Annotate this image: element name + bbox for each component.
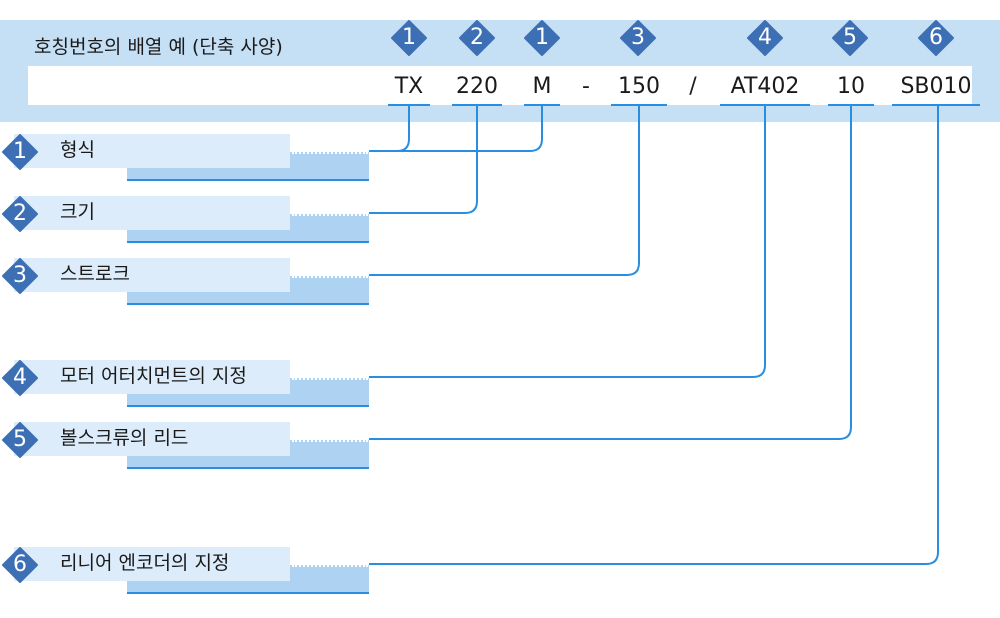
row-label-size: 크기 <box>14 196 290 230</box>
row-badge-6-icon: 6 <box>2 547 38 583</box>
connector-motor-attachment <box>369 106 766 378</box>
row-label-ballscrew-lead: 볼스크류의 리드 <box>14 422 290 456</box>
row-label-stroke: 스트로크 <box>14 258 290 292</box>
row-badge-1-icon: 1 <box>2 134 38 170</box>
badge-1-icon: 1 <box>391 20 427 56</box>
code-segment-encoder: SB010 <box>892 72 980 106</box>
code-strip <box>28 66 972 105</box>
badge-number: 2 <box>13 201 27 226</box>
row-label-type: 형식 <box>14 134 290 168</box>
row-badge-4-icon: 4 <box>2 360 38 396</box>
badge-4-icon: 4 <box>747 20 783 56</box>
segment-text: M <box>532 74 552 99</box>
row-dotted-guide <box>292 152 368 154</box>
code-segment-lead: 10 <box>828 72 874 106</box>
badge-6-icon: 6 <box>918 20 954 56</box>
row-underline <box>127 405 369 407</box>
segment-text: 10 <box>837 74 865 99</box>
row-dotted-guide <box>292 565 368 567</box>
badge-number: 4 <box>758 25 772 50</box>
row-label-linear-encoder: 리니어 엔코더의 지정 <box>14 547 290 581</box>
badge-number: 6 <box>929 25 943 50</box>
code-segment-size: 220 <box>452 72 502 106</box>
code-segment-motor-attachment: AT402 <box>720 72 810 106</box>
badge-number: 1 <box>535 25 549 50</box>
badge-number: 5 <box>843 25 857 50</box>
row-dotted-guide <box>292 440 368 442</box>
row-underline <box>127 303 369 305</box>
segment-text: SB010 <box>900 74 972 99</box>
connector-stroke <box>369 106 640 276</box>
badge-number: 1 <box>13 139 27 164</box>
segment-text: 220 <box>456 74 498 99</box>
row-underline <box>127 467 369 469</box>
row-dotted-guide <box>292 378 368 380</box>
connector-size <box>369 106 478 214</box>
connector-ballscrew-lead <box>369 106 852 440</box>
badge-number: 2 <box>470 25 484 50</box>
badge-number: 3 <box>13 263 27 288</box>
row-badge-5-icon: 5 <box>2 422 38 458</box>
row-badge-2-icon: 2 <box>2 196 38 232</box>
separator-dash: - <box>582 74 590 99</box>
connector-linear-encoder <box>369 106 939 565</box>
code-segment-type: TX <box>388 72 430 106</box>
badge-number: 1 <box>402 25 416 50</box>
badge-2-icon: 2 <box>459 20 495 56</box>
badge-number: 6 <box>13 552 27 577</box>
segment-text: AT402 <box>730 74 800 99</box>
row-dotted-guide <box>292 276 368 278</box>
row-dotted-guide <box>292 214 368 216</box>
row-underline <box>127 179 369 181</box>
code-segment-stroke: 150 <box>611 72 667 106</box>
row-badge-3-icon: 3 <box>2 258 38 294</box>
badge-number: 5 <box>13 427 27 452</box>
segment-text: 150 <box>618 74 660 99</box>
segment-text: TX <box>394 74 424 99</box>
badge-number: 3 <box>631 25 645 50</box>
row-underline <box>127 592 369 594</box>
row-label-motor-attachment: 모터 어터치먼트의 지정 <box>14 360 290 394</box>
row-underline <box>127 241 369 243</box>
separator-slash: / <box>689 74 697 99</box>
diagram-title: 호칭번호의 배열 예 (단축 사양) <box>34 36 283 58</box>
badge-1-icon: 1 <box>524 20 560 56</box>
badge-number: 4 <box>13 365 27 390</box>
badge-3-icon: 3 <box>620 20 656 56</box>
badge-5-icon: 5 <box>832 20 868 56</box>
code-segment-type-suffix: M <box>524 72 560 106</box>
